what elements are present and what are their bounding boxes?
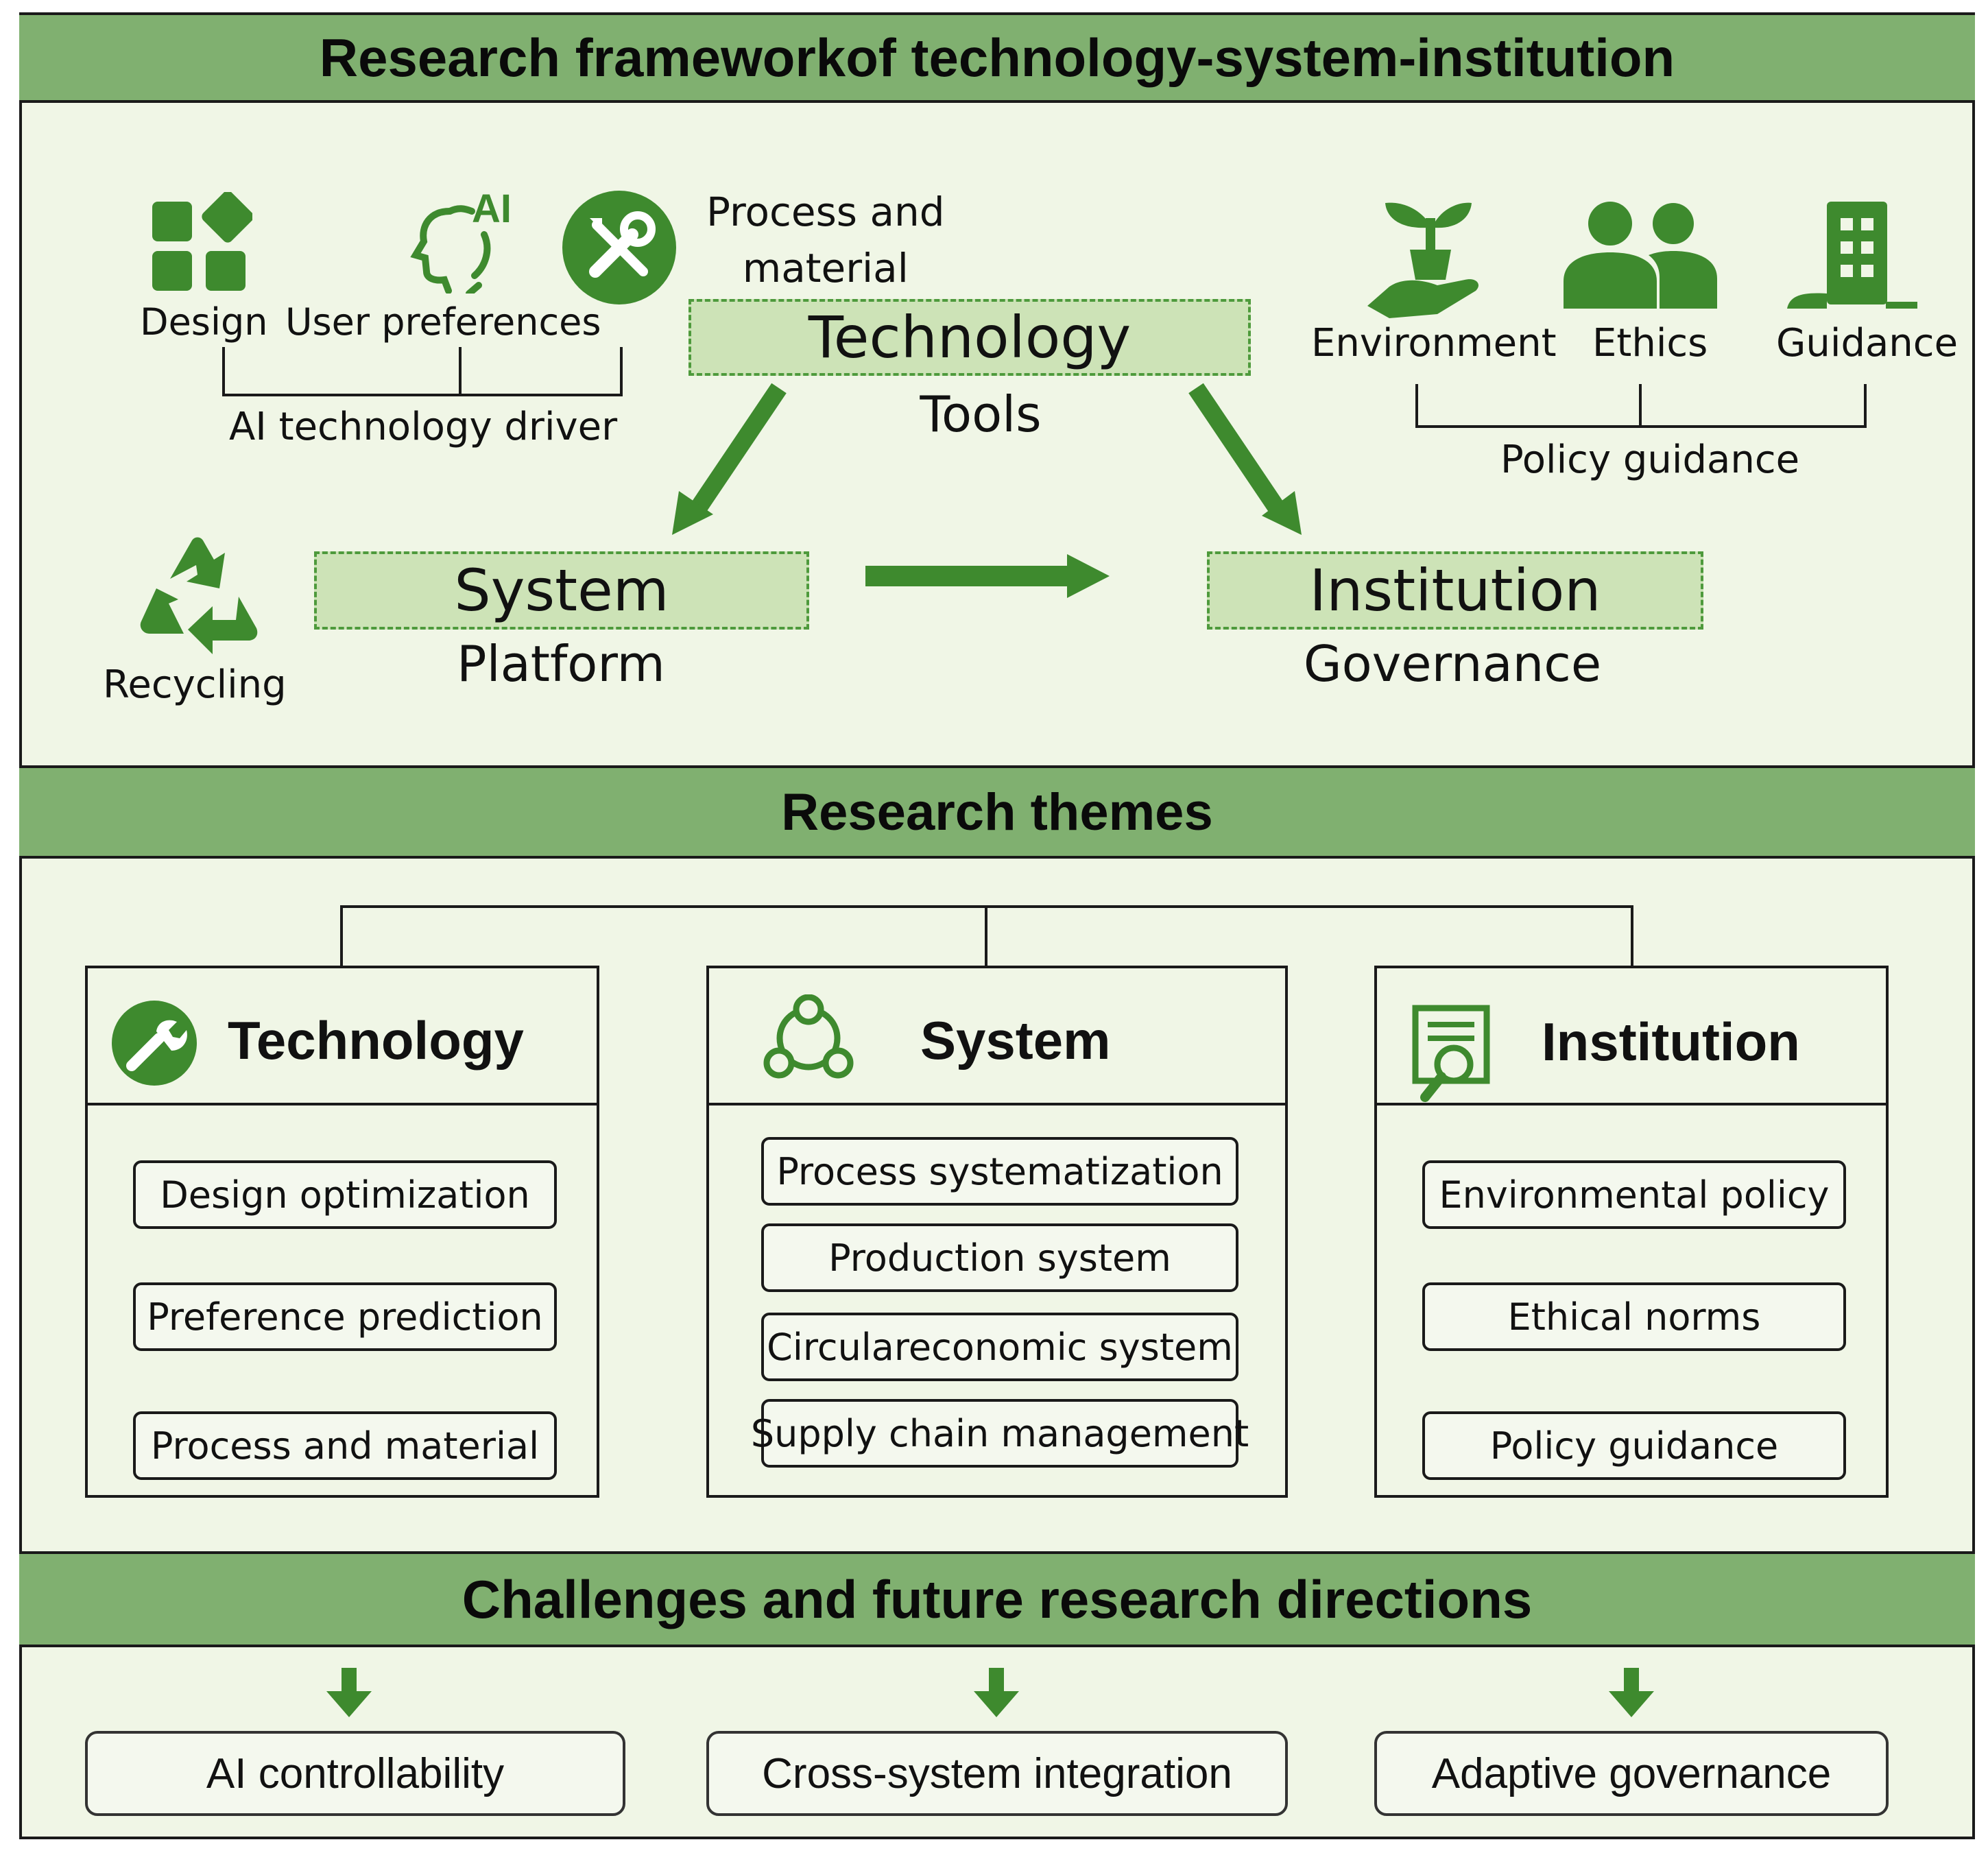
system-panel: System Process systematization Productio… <box>706 966 1288 1498</box>
design-icon <box>152 192 252 291</box>
tools-icon <box>562 191 676 304</box>
system-panel-divider <box>709 1103 1285 1105</box>
platform-label: Platform <box>457 635 665 693</box>
theme-item: Ethical norms <box>1422 1282 1846 1351</box>
arrow-technology-to-institution <box>1188 383 1302 535</box>
environment-label: Environment <box>1311 321 1557 366</box>
framework-title: Research frameworkof technology-system-i… <box>319 27 1675 88</box>
challenges-title: Challenges and future research direction… <box>462 1568 1533 1629</box>
theme-item: Process systematization <box>761 1137 1238 1206</box>
plant-hand-icon <box>1367 202 1479 318</box>
theme-item: Policy guidance <box>1422 1411 1846 1480</box>
policy-bracket-left <box>1415 384 1418 428</box>
down-arrow-icon <box>326 1668 372 1717</box>
framework-title-band: Research frameworkof technology-system-i… <box>19 12 1975 103</box>
institution-panel-divider <box>1377 1103 1886 1105</box>
ai-bracket-base <box>222 394 623 396</box>
technology-box: Technology <box>688 299 1251 376</box>
recycling-label: Recycling <box>103 662 287 707</box>
themes-title-band: Research themes <box>19 765 1975 859</box>
theme-item: Process and material <box>133 1411 557 1480</box>
svg-text:AI: AI <box>472 187 512 231</box>
building-icon <box>1787 202 1917 309</box>
system-label: System <box>454 557 669 624</box>
policy-guidance-label: Policy guidance <box>1500 438 1800 482</box>
framework-arrows <box>672 383 1302 598</box>
institution-box: Institution <box>1207 551 1703 630</box>
technology-label: Technology <box>808 304 1131 371</box>
system-panel-title: System <box>920 1010 1111 1071</box>
theme-item: Production system <box>761 1223 1238 1292</box>
tree-drop-technology <box>340 905 343 968</box>
institution-panel-title: Institution <box>1542 1012 1800 1072</box>
arrow-technology-to-system <box>672 383 787 535</box>
ai-driver-label: AI technology driver <box>229 405 618 449</box>
tools-label: Tools <box>920 385 1042 443</box>
ai-bracket-left <box>222 347 225 396</box>
policy-bracket-mid <box>1639 384 1642 428</box>
guidance-label: Guidance <box>1776 321 1959 366</box>
themes-title: Research themes <box>781 782 1213 841</box>
design-label: Design <box>140 300 268 344</box>
arrow-system-to-institution <box>865 554 1110 598</box>
institution-panel: Institution Environmental policy Ethical… <box>1374 966 1889 1498</box>
process-material-label: Process and material <box>706 184 945 296</box>
policy-bracket-base <box>1415 425 1867 428</box>
challenge-item: Adaptive governance <box>1374 1731 1889 1816</box>
theme-item: Preference prediction <box>133 1282 557 1351</box>
down-arrow-icon <box>1609 1668 1654 1717</box>
system-box: System <box>314 551 809 630</box>
tree-drop-system <box>985 905 987 968</box>
technology-panel: Technology Design optimization Preferenc… <box>85 966 599 1498</box>
wrench-icon <box>112 1001 197 1086</box>
process-material-text: Process and material <box>706 189 945 291</box>
challenge-item: Cross-system integration <box>706 1731 1288 1816</box>
governance-label: Governance <box>1303 635 1602 693</box>
policy-bracket-right <box>1864 384 1867 428</box>
people-icon <box>1564 202 1717 309</box>
challenges-title-band: Challenges and future research direction… <box>19 1551 1975 1647</box>
tree-drop-institution <box>1631 905 1633 968</box>
ai-bracket-right <box>620 347 623 396</box>
institution-label: Institution <box>1309 557 1601 624</box>
challenge-item: AI controllability <box>85 1731 625 1816</box>
ethics-label: Ethics <box>1592 321 1708 366</box>
theme-item: Environmental policy <box>1422 1160 1846 1229</box>
user-preferences-label: User preferences <box>285 300 601 344</box>
recycle-icon <box>140 537 258 654</box>
network-icon <box>763 994 854 1079</box>
theme-item: Supply chain management <box>751 1399 1249 1468</box>
ai-bracket-mid <box>459 347 462 396</box>
theme-item: Design optimization <box>133 1160 557 1229</box>
ai-head-icon: AI <box>410 187 512 294</box>
technology-panel-divider <box>88 1103 597 1105</box>
technology-panel-title: Technology <box>228 1010 524 1071</box>
certificate-icon <box>1412 1005 1490 1102</box>
theme-item: Circulareconomic system <box>761 1313 1238 1381</box>
down-arrow-icon <box>974 1668 1019 1717</box>
